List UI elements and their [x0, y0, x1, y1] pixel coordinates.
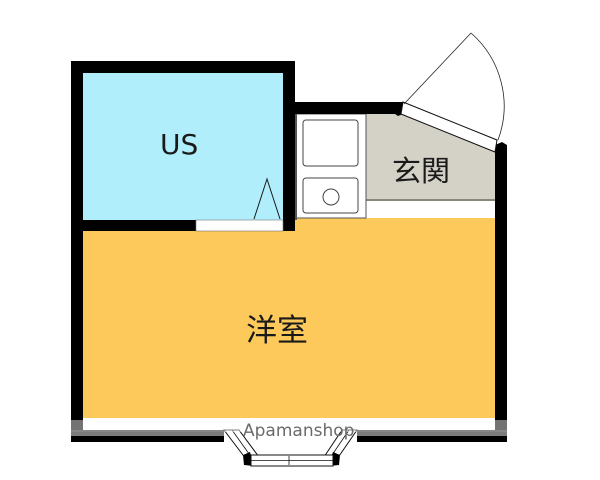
- wall-left: [71, 61, 83, 442]
- sink-drain-icon: [322, 188, 340, 206]
- genkan-step-line: [366, 199, 495, 201]
- wall-corner-door-right: [495, 142, 507, 152]
- room-western-floor: [83, 218, 495, 418]
- room-label-us: US: [160, 128, 199, 161]
- wall-kitchen-top: [283, 102, 398, 114]
- wall-us-right: [283, 61, 295, 231]
- entrance-door: [400, 32, 505, 153]
- wall-us-bottom: [71, 220, 196, 231]
- kitchen-counter: [295, 113, 367, 219]
- room-label-genkan: 玄関: [392, 154, 451, 188]
- watermark-band-shade: [71, 430, 224, 436]
- room-us-floor: [83, 73, 283, 221]
- wall-right: [495, 145, 507, 442]
- bay-window: [222, 429, 358, 467]
- watermark-band: [71, 420, 507, 432]
- wall-us-top: [71, 61, 295, 73]
- room-genkan-floor: [366, 114, 495, 200]
- stove-area: [302, 119, 359, 167]
- wall-kitchen-left-thin: [295, 114, 297, 220]
- watermark-text: Apamanshop: [243, 421, 355, 441]
- room-label-western-room: 洋室: [246, 313, 308, 349]
- watermark-band-shade-right: [357, 430, 507, 436]
- bath-door-opening: [195, 219, 284, 232]
- bath-door-icon: [253, 177, 281, 220]
